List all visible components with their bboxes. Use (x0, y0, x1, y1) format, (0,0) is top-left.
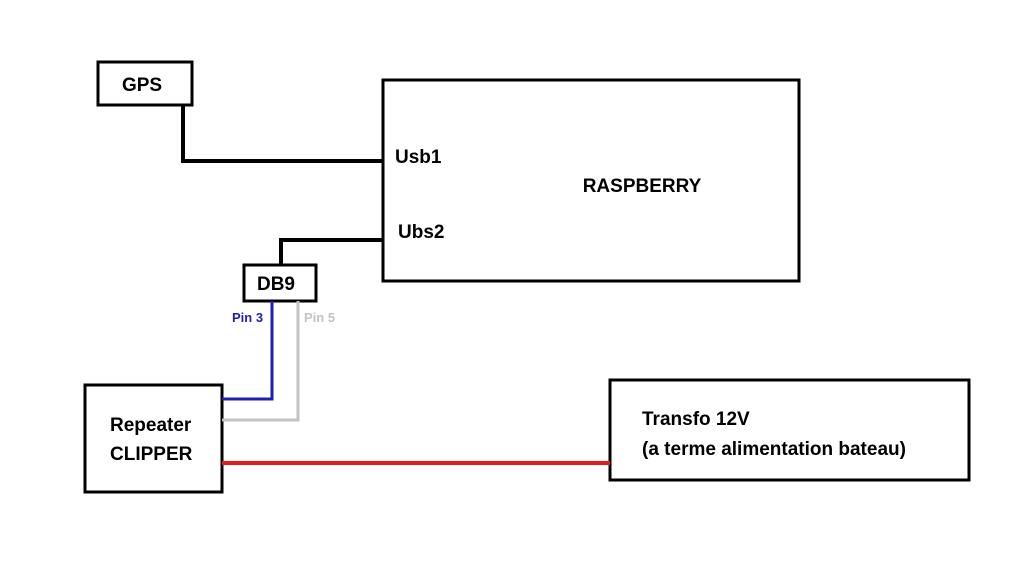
usb1-port-label: Usb1 (395, 147, 442, 168)
pin5-label: Pin 5 (304, 310, 335, 325)
repeater-label-line2: CLIPPER (110, 444, 193, 465)
db9-label: DB9 (257, 274, 295, 295)
transfo-label-line1: Transfo 12V (642, 409, 750, 430)
gps-box (96, 60, 194, 107)
raspberry-label: RASPBERRY (583, 176, 702, 197)
pin3-label: Pin 3 (232, 310, 263, 325)
db9-ubs2-wire (279, 238, 383, 265)
raspberry-box (381, 78, 801, 283)
pin5-wire (222, 301, 300, 422)
gps-usb1-wire (181, 105, 383, 163)
repeater-label-line1: Repeater (110, 415, 192, 436)
transfo-box (608, 378, 971, 482)
repeater-box (83, 383, 224, 494)
transfo-label-line2: (a terme alimentation bateau) (642, 439, 906, 460)
gps-label: GPS (122, 75, 162, 96)
pin3-wire (222, 301, 274, 401)
ubs2-port-label: Ubs2 (398, 222, 444, 243)
